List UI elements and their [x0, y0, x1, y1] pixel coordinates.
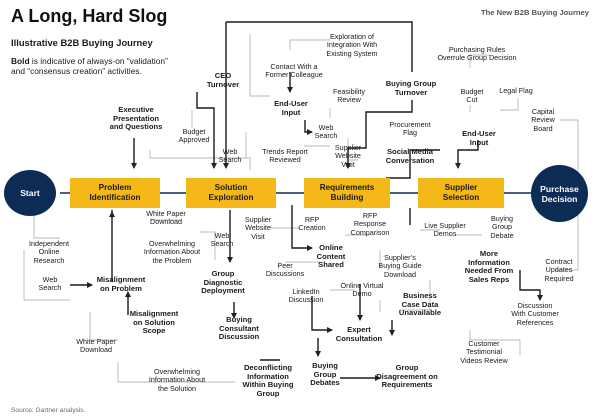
label-group-diagnostic: Group Diagnostic Deployment: [201, 269, 245, 296]
label-contact-former: Contact With a Former Colleague: [265, 62, 323, 80]
label-group-disagreement: Group Disagreement on Requirements: [376, 363, 438, 390]
label-more-info: More Information Needed From Sales Reps: [464, 249, 514, 284]
label-discussion-refs: Discussion With Customer References: [511, 301, 559, 327]
label-white-paper-1: White Paper Download: [146, 209, 186, 227]
label-web-search-3: Web Search: [210, 231, 234, 249]
bold-legend-note: Bold is indicative of always-on “validat…: [11, 56, 181, 76]
label-buying-consultant: Buying Consultant Discussion: [218, 315, 260, 342]
label-contract-updates: Contract Updates Required: [544, 257, 574, 283]
label-rfp-response: RFP Response Comparison: [350, 211, 390, 237]
stage-solution-exploration: Solution Exploration: [186, 178, 276, 208]
label-supplier-visit-1: Supplier Website Visit: [334, 143, 362, 169]
label-procurement-flag: Procurement Flag: [389, 120, 431, 138]
note-bold: Bold: [11, 56, 30, 66]
label-budget-approved: Budget Approved: [178, 127, 210, 145]
label-live-demos: Live Supplier Demos: [424, 221, 466, 239]
label-web-search-1: Web Search: [218, 147, 242, 165]
label-end-user-input-1: End-User Input: [274, 99, 308, 117]
label-testimonial: Customer Testimonial Videos Review: [460, 339, 508, 365]
brand-label: The New B2B Buying Journey: [480, 8, 589, 17]
label-buying-group-debate: Buying Group Debate: [490, 214, 514, 240]
label-web-search-4: Web Search: [38, 275, 62, 293]
label-misalignment-problem: Misalignment on Problem: [96, 275, 146, 293]
purchase-decision-node: Purchase Decision: [531, 165, 588, 222]
label-budget-cut: Budget Cut: [460, 87, 484, 105]
label-overwhelming-2: Overwhelming Information About the Solut…: [148, 367, 206, 393]
label-trends-report: Trends Report Reviewed: [262, 147, 308, 165]
label-guide-download: Supplier’s Buying Guide Download: [378, 253, 422, 279]
label-online-demo: Online Virtual Demo: [340, 281, 384, 299]
label-buying-group-debates: Buying Group Debates: [310, 361, 340, 388]
label-business-case: Business Case Data Unavailable: [398, 291, 442, 318]
label-feasibility-review: Feasibility Review: [333, 87, 365, 105]
label-buying-group-turnover: Buying Group Turnover: [385, 79, 437, 97]
page-title: A Long, Hard Slog: [11, 6, 168, 26]
note-text: is indicative of always-on “validation” …: [11, 56, 168, 76]
stage-problem-identification: Problem Identification: [70, 178, 160, 208]
label-legal-flag: Legal Flag: [499, 86, 533, 95]
label-supplier-visit-2: Supplier Website Visit: [244, 215, 272, 241]
start-node: Start: [4, 170, 56, 216]
label-social-media: Social Media Conversation: [385, 147, 435, 165]
label-deconflicting: Deconflicting Information Within Buying …: [242, 363, 294, 398]
label-exec-presentation: Executive Presentation and Questions: [109, 105, 163, 132]
label-ceo-turnover: CEO Turnover: [206, 71, 240, 89]
label-expert-consult: Expert Consultation: [335, 325, 383, 343]
label-overwhelming-1: Overwhelming Information About the Probl…: [143, 239, 201, 265]
label-exploration-integration: Exploration of Integration With Existing…: [326, 32, 378, 58]
stage-requirements-building: Requirements Building: [304, 178, 390, 208]
label-misalignment-solution: Misalignment on Solution Scope: [129, 309, 179, 336]
stage-supplier-selection: Supplier Selection: [418, 178, 504, 208]
label-end-user-input-2: End-User Input: [462, 129, 496, 147]
source-note: Source: Gartner analysis.: [11, 407, 86, 414]
label-independent-research: Independent Online Research: [29, 239, 69, 265]
label-white-paper-2: White Paper Download: [76, 337, 116, 355]
label-linkedin: LinkedIn Discussion: [288, 287, 324, 305]
label-purchasing-rules: Purchasing Rules Overrule Group Decision: [437, 45, 517, 63]
label-online-content: Online Content Shared: [316, 243, 346, 270]
label-web-search-2: Web Search: [314, 123, 338, 141]
page-subtitle: Illustrative B2B Buying Journey: [11, 37, 153, 48]
label-peer-discussions: Peer Discussions: [265, 261, 305, 279]
label-capital-review: Capital Review Board: [531, 107, 555, 133]
label-rfp-creation: RFP Creation: [298, 215, 326, 233]
